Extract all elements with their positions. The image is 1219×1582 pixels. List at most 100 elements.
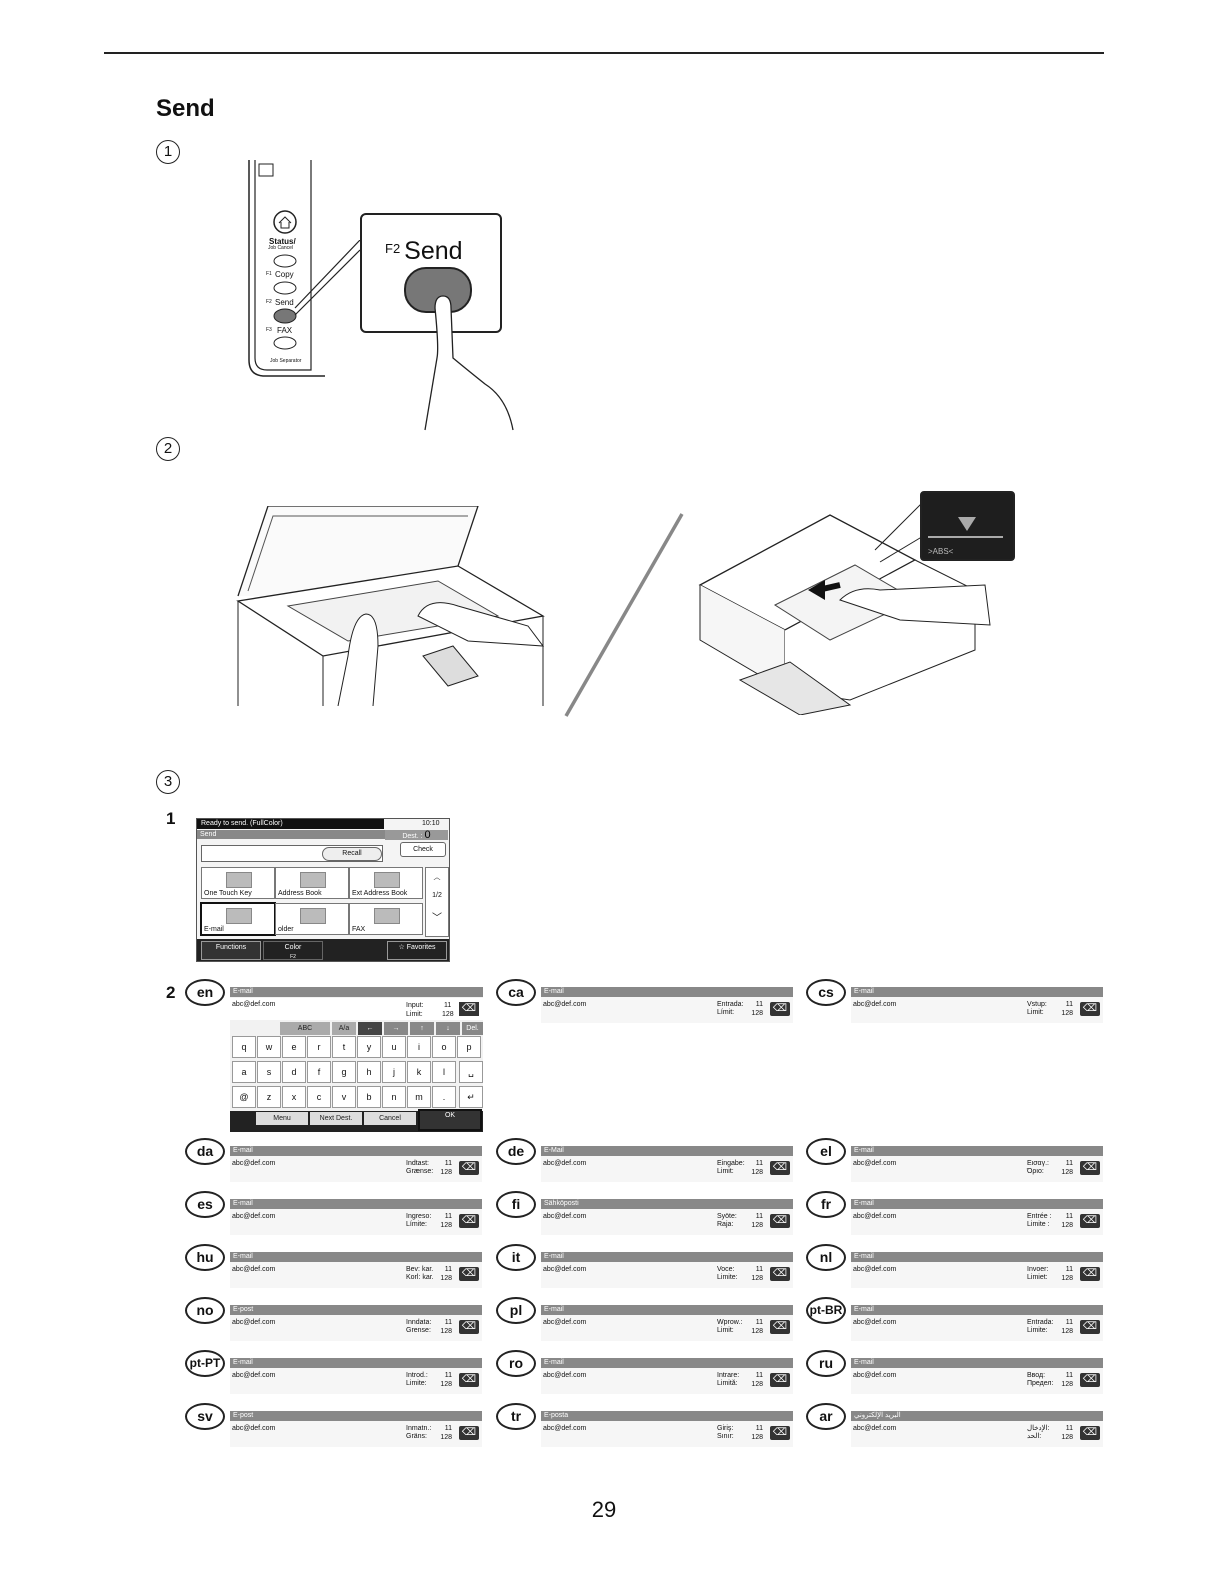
menu-button[interactable]: Menu	[256, 1112, 308, 1125]
limit-value: 128	[1061, 1328, 1073, 1335]
space-key[interactable]: ␣	[459, 1061, 483, 1083]
key[interactable]: d	[282, 1061, 306, 1083]
one-touch-key-button[interactable]: One Touch Key	[201, 867, 275, 899]
key[interactable]: @	[232, 1086, 256, 1108]
key[interactable]: t	[332, 1036, 356, 1058]
right-arrow-icon[interactable]: →	[384, 1022, 408, 1035]
email-button[interactable]: E-mail	[200, 902, 276, 936]
backspace-icon[interactable]: ⌫	[459, 1320, 479, 1334]
check-button[interactable]: Check	[400, 842, 446, 857]
adf-illustration	[698, 499, 991, 715]
page-number: 29	[591, 1497, 617, 1522]
backspace-icon[interactable]: ⌫	[459, 1002, 479, 1016]
key[interactable]: b	[357, 1086, 381, 1108]
key[interactable]: o	[432, 1036, 456, 1058]
enter-key[interactable]: ↵	[459, 1086, 483, 1108]
key[interactable]: e	[282, 1036, 306, 1058]
key[interactable]: k	[407, 1061, 431, 1083]
fax-button[interactable]: FAX	[349, 903, 423, 935]
input-label: Ввод:	[1027, 1372, 1046, 1379]
backspace-icon[interactable]: ⌫	[459, 1426, 479, 1440]
backspace-icon[interactable]: ⌫	[770, 1161, 790, 1175]
backspace-icon[interactable]: ⌫	[1080, 1320, 1100, 1334]
limit-value: 128	[751, 1275, 763, 1282]
limit-value: 128	[1061, 1275, 1073, 1282]
f2-label: F2	[266, 299, 272, 305]
key[interactable]: z	[257, 1086, 281, 1108]
key[interactable]: w	[257, 1036, 281, 1058]
mode-selector[interactable]: ABC	[280, 1022, 330, 1035]
key[interactable]: p	[457, 1036, 481, 1058]
backspace-icon[interactable]: ⌫	[770, 1002, 790, 1016]
input-label: Entrada:	[1027, 1319, 1054, 1326]
dest-counter: Dest. : 0	[385, 830, 448, 841]
backspace-icon[interactable]: ⌫	[1080, 1002, 1100, 1016]
page-scroller[interactable]: ︿ 1/2 ﹀	[425, 867, 449, 937]
key[interactable]: i	[407, 1036, 431, 1058]
key[interactable]: r	[307, 1036, 331, 1058]
up-arrow-icon[interactable]: ↑	[410, 1022, 434, 1035]
key[interactable]: s	[257, 1061, 281, 1083]
key[interactable]: .	[432, 1086, 456, 1108]
input-value: 11	[755, 1425, 763, 1432]
backspace-icon[interactable]: ⌫	[770, 1426, 790, 1440]
key[interactable]: h	[357, 1061, 381, 1083]
limit-label: Limite:	[406, 1380, 427, 1387]
backspace-icon[interactable]: ⌫	[459, 1214, 479, 1228]
lang-badge-pt-PT: pt-PT	[185, 1350, 225, 1377]
color-label: Color	[284, 944, 302, 951]
key[interactable]: n	[382, 1086, 406, 1108]
backspace-icon[interactable]: ⌫	[1080, 1373, 1100, 1387]
ext-address-book-button[interactable]: Ext Address Book	[349, 867, 423, 899]
key[interactable]: g	[332, 1061, 356, 1083]
backspace-icon[interactable]: ⌫	[1080, 1267, 1100, 1281]
cancel-button[interactable]: Cancel	[364, 1112, 416, 1125]
functions-button[interactable]: Functions	[201, 941, 261, 960]
case-toggle[interactable]: A/a	[332, 1022, 356, 1035]
key[interactable]: v	[332, 1086, 356, 1108]
limit-value: 128	[751, 1169, 763, 1176]
key[interactable]: j	[382, 1061, 406, 1083]
address-book-button[interactable]: Address Book	[275, 867, 349, 899]
ok-button[interactable]: OK	[418, 1109, 482, 1131]
input-label: Introd.:	[406, 1372, 428, 1379]
backspace-icon[interactable]: ⌫	[770, 1373, 790, 1387]
down-arrow-icon[interactable]: ↓	[436, 1022, 460, 1035]
backspace-icon[interactable]: ⌫	[770, 1267, 790, 1281]
limit-label: Límite:	[406, 1221, 428, 1228]
backspace-icon[interactable]: ⌫	[770, 1214, 790, 1228]
key[interactable]: u	[382, 1036, 406, 1058]
key[interactable]: x	[282, 1086, 306, 1108]
send-key[interactable]	[404, 267, 472, 313]
left-arrow-icon[interactable]: ←	[358, 1022, 382, 1035]
backspace-icon[interactable]: ⌫	[459, 1161, 479, 1175]
backspace-icon[interactable]: ⌫	[459, 1267, 479, 1281]
key[interactable]: f	[307, 1061, 331, 1083]
key[interactable]: l	[432, 1061, 456, 1083]
input-value: 11	[1065, 1425, 1073, 1432]
key[interactable]: m	[407, 1086, 431, 1108]
favorites-button[interactable]: ☆ Favorites	[387, 941, 447, 960]
key[interactable]: y	[357, 1036, 381, 1058]
chevron-down-icon[interactable]: ﹀	[432, 913, 442, 924]
key[interactable]: q	[232, 1036, 256, 1058]
backspace-icon[interactable]: ⌫	[459, 1373, 479, 1387]
backspace-icon[interactable]: ⌫	[1080, 1214, 1100, 1228]
backspace-icon[interactable]: ⌫	[1080, 1161, 1100, 1175]
backspace-icon[interactable]: ⌫	[770, 1320, 790, 1334]
recall-button[interactable]: Recall	[322, 847, 382, 861]
delete-button[interactable]: Del.	[462, 1022, 483, 1035]
chevron-up-icon[interactable]: ︿	[433, 874, 441, 881]
backspace-icon[interactable]: ⌫	[1080, 1426, 1100, 1440]
input-label: Invoer:	[1027, 1266, 1049, 1273]
key[interactable]: c	[307, 1086, 331, 1108]
key[interactable]: a	[232, 1061, 256, 1083]
next-dest-button[interactable]: Next Dest.	[310, 1112, 362, 1125]
folder-button[interactable]: older	[275, 903, 349, 935]
